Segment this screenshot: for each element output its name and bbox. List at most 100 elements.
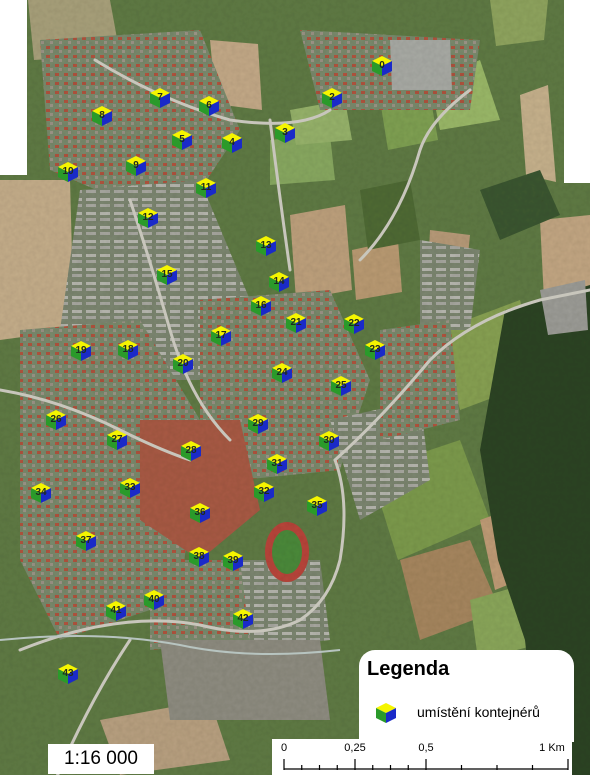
map-frame-margin <box>564 0 590 183</box>
legend-title: Legenda <box>367 658 450 680</box>
container-location-marker[interactable]: 30 <box>318 430 340 452</box>
container-location-marker[interactable]: 6 <box>198 95 220 117</box>
container-cube-icon <box>375 702 397 724</box>
container-location-marker[interactable]: 31 <box>266 453 288 475</box>
marker-number-label: 27 <box>111 434 123 445</box>
marker-number-label: 38 <box>193 551 205 562</box>
container-location-marker[interactable]: 10 <box>57 161 79 183</box>
legend-item-label: umístění kontejnérů <box>417 704 540 720</box>
legend-box: Legenda umístění kontejnérů <box>359 650 574 742</box>
marker-number-label: 18 <box>122 344 134 355</box>
marker-number-label: 36 <box>194 507 206 518</box>
marker-number-label: 28 <box>185 445 197 456</box>
scale-tick-label: 0,25 <box>344 742 366 754</box>
container-location-marker[interactable]: 38 <box>188 546 210 568</box>
marker-number-label: 4 <box>229 137 235 148</box>
marker-number-label: 35 <box>311 500 323 511</box>
container-location-marker[interactable]: 24 <box>271 362 293 384</box>
marker-number-label: 24 <box>276 367 288 378</box>
container-location-marker[interactable]: 17 <box>210 325 232 347</box>
marker-number-label: 20 <box>177 358 189 369</box>
container-location-marker[interactable]: 25 <box>330 375 352 397</box>
marker-number-label: 39 <box>227 555 239 566</box>
container-location-marker[interactable]: 29 <box>247 413 269 435</box>
marker-number-label: 14 <box>273 276 285 287</box>
marker-number-label: 30 <box>323 435 335 446</box>
marker-number-label: 8 <box>99 110 105 121</box>
marker-number-label: 43 <box>62 668 74 679</box>
marker-number-label: 11 <box>200 182 212 193</box>
container-location-marker[interactable]: 37 <box>75 530 97 552</box>
container-location-marker[interactable]: 22 <box>343 313 365 335</box>
container-location-marker[interactable]: 23 <box>364 339 386 361</box>
container-location-marker[interactable]: 7 <box>149 87 171 109</box>
container-location-marker[interactable]: 2 <box>321 87 343 109</box>
scale-bar: 0 0,25 0,5 1 Km <box>272 739 572 777</box>
marker-number-label: 34 <box>35 487 47 498</box>
container-location-marker[interactable]: 3 <box>274 122 296 144</box>
map-frame-margin <box>0 775 590 781</box>
marker-number-label: 22 <box>348 318 360 329</box>
container-location-marker[interactable]: 13 <box>255 235 277 257</box>
container-location-marker[interactable]: 14 <box>268 271 290 293</box>
container-location-marker[interactable]: 26 <box>45 409 67 431</box>
container-location-marker[interactable]: 27 <box>106 429 128 451</box>
scale-ratio: 1:16 000 <box>48 744 154 774</box>
container-location-marker[interactable]: 34 <box>30 482 52 504</box>
marker-number-label: 41 <box>110 605 122 616</box>
container-location-marker[interactable]: 35 <box>306 495 328 517</box>
marker-number-label: 21 <box>290 317 302 328</box>
container-location-marker[interactable]: 21 <box>285 312 307 334</box>
marker-number-label: 15 <box>161 269 173 280</box>
container-location-marker[interactable]: 4 <box>221 132 243 154</box>
marker-number-label: 3 <box>282 127 288 138</box>
container-location-marker[interactable]: 40 <box>143 589 165 611</box>
container-location-marker[interactable]: 12 <box>137 207 159 229</box>
container-location-marker[interactable]: 42 <box>232 608 254 630</box>
marker-number-label: 7 <box>157 92 163 103</box>
marker-number-label: 10 <box>62 166 74 177</box>
marker-number-label: 26 <box>50 414 62 425</box>
container-location-marker[interactable]: 18 <box>117 339 139 361</box>
container-location-marker[interactable]: 32 <box>253 481 275 503</box>
marker-number-label: 37 <box>80 535 92 546</box>
container-location-marker[interactable]: 5 <box>171 129 193 151</box>
marker-number-label: 42 <box>237 613 249 624</box>
marker-number-label: 16 <box>255 300 267 311</box>
marker-number-label: 17 <box>215 330 227 341</box>
marker-number-label: 13 <box>260 240 272 251</box>
container-location-marker[interactable]: 36 <box>189 502 211 524</box>
marker-number-label: 32 <box>258 486 270 497</box>
container-location-marker[interactable]: 19 <box>70 340 92 362</box>
container-location-marker[interactable]: 39 <box>222 550 244 572</box>
marker-number-label: 12 <box>142 212 154 223</box>
marker-number-label: 19 <box>75 345 87 356</box>
marker-number-label: 9 <box>133 160 139 171</box>
container-location-marker[interactable]: 41 <box>105 600 127 622</box>
marker-number-label: 31 <box>271 458 283 469</box>
marker-number-label: 40 <box>148 594 160 605</box>
scale-tick-label: 1 Km <box>539 742 565 754</box>
container-location-marker[interactable]: 8 <box>91 105 113 127</box>
container-location-marker[interactable]: 28 <box>180 440 202 462</box>
marker-number-label: 2 <box>329 92 335 103</box>
marker-number-label: 0 <box>379 60 385 71</box>
container-location-marker[interactable]: 0 <box>371 55 393 77</box>
container-location-marker[interactable]: 11 <box>195 177 217 199</box>
marker-number-label: 6 <box>206 100 212 111</box>
marker-number-label: 29 <box>252 418 264 429</box>
scale-tick-label: 0,5 <box>418 742 434 754</box>
marker-number-label: 23 <box>369 344 381 355</box>
container-location-marker[interactable]: 43 <box>57 663 79 685</box>
scale-bar-graphic <box>283 759 569 770</box>
container-location-marker[interactable]: 9 <box>125 155 147 177</box>
map-frame-margin <box>0 0 27 175</box>
container-location-marker[interactable]: 16 <box>250 295 272 317</box>
marker-number-label: 5 <box>179 134 185 145</box>
marker-number-label: 33 <box>124 482 136 493</box>
scale-tick-label: 0 <box>280 742 288 754</box>
container-location-marker[interactable]: 20 <box>172 353 194 375</box>
container-location-marker[interactable]: 15 <box>156 264 178 286</box>
container-location-marker[interactable]: 33 <box>119 477 141 499</box>
